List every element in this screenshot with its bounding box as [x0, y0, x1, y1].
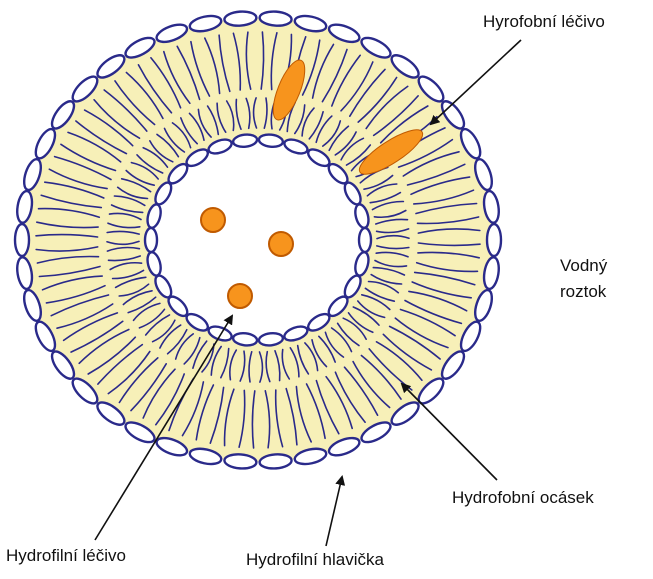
inner-hydrophilic-heads	[145, 133, 371, 346]
outer-head	[487, 224, 501, 256]
label-hydrophilic-head: Hydrofilní hlavička	[246, 550, 384, 570]
arrow-hydrophobic-tail	[402, 384, 497, 480]
label-hydrophobic-drug: Hyrofobní léčivo	[483, 12, 605, 32]
label-hydrophobic-tail: Hydrofobní ocásek	[452, 488, 594, 508]
inner-head	[145, 228, 157, 252]
hydrophilic-drug-molecule	[201, 208, 225, 232]
label-aqueous-solution-line2: roztok	[560, 282, 606, 302]
arrow-hydrophobic-drug	[431, 40, 521, 124]
hydrophilic-drug-molecule	[269, 232, 293, 256]
hydrophilic-drug-molecule	[228, 284, 252, 308]
outer-head	[15, 224, 29, 256]
arrow-hydrophilic-head	[326, 477, 342, 546]
label-aqueous-solution-line1: Vodný	[560, 256, 607, 276]
inner-head	[359, 228, 371, 252]
label-hydrophilic-drug: Hydrofilní léčivo	[6, 546, 126, 566]
